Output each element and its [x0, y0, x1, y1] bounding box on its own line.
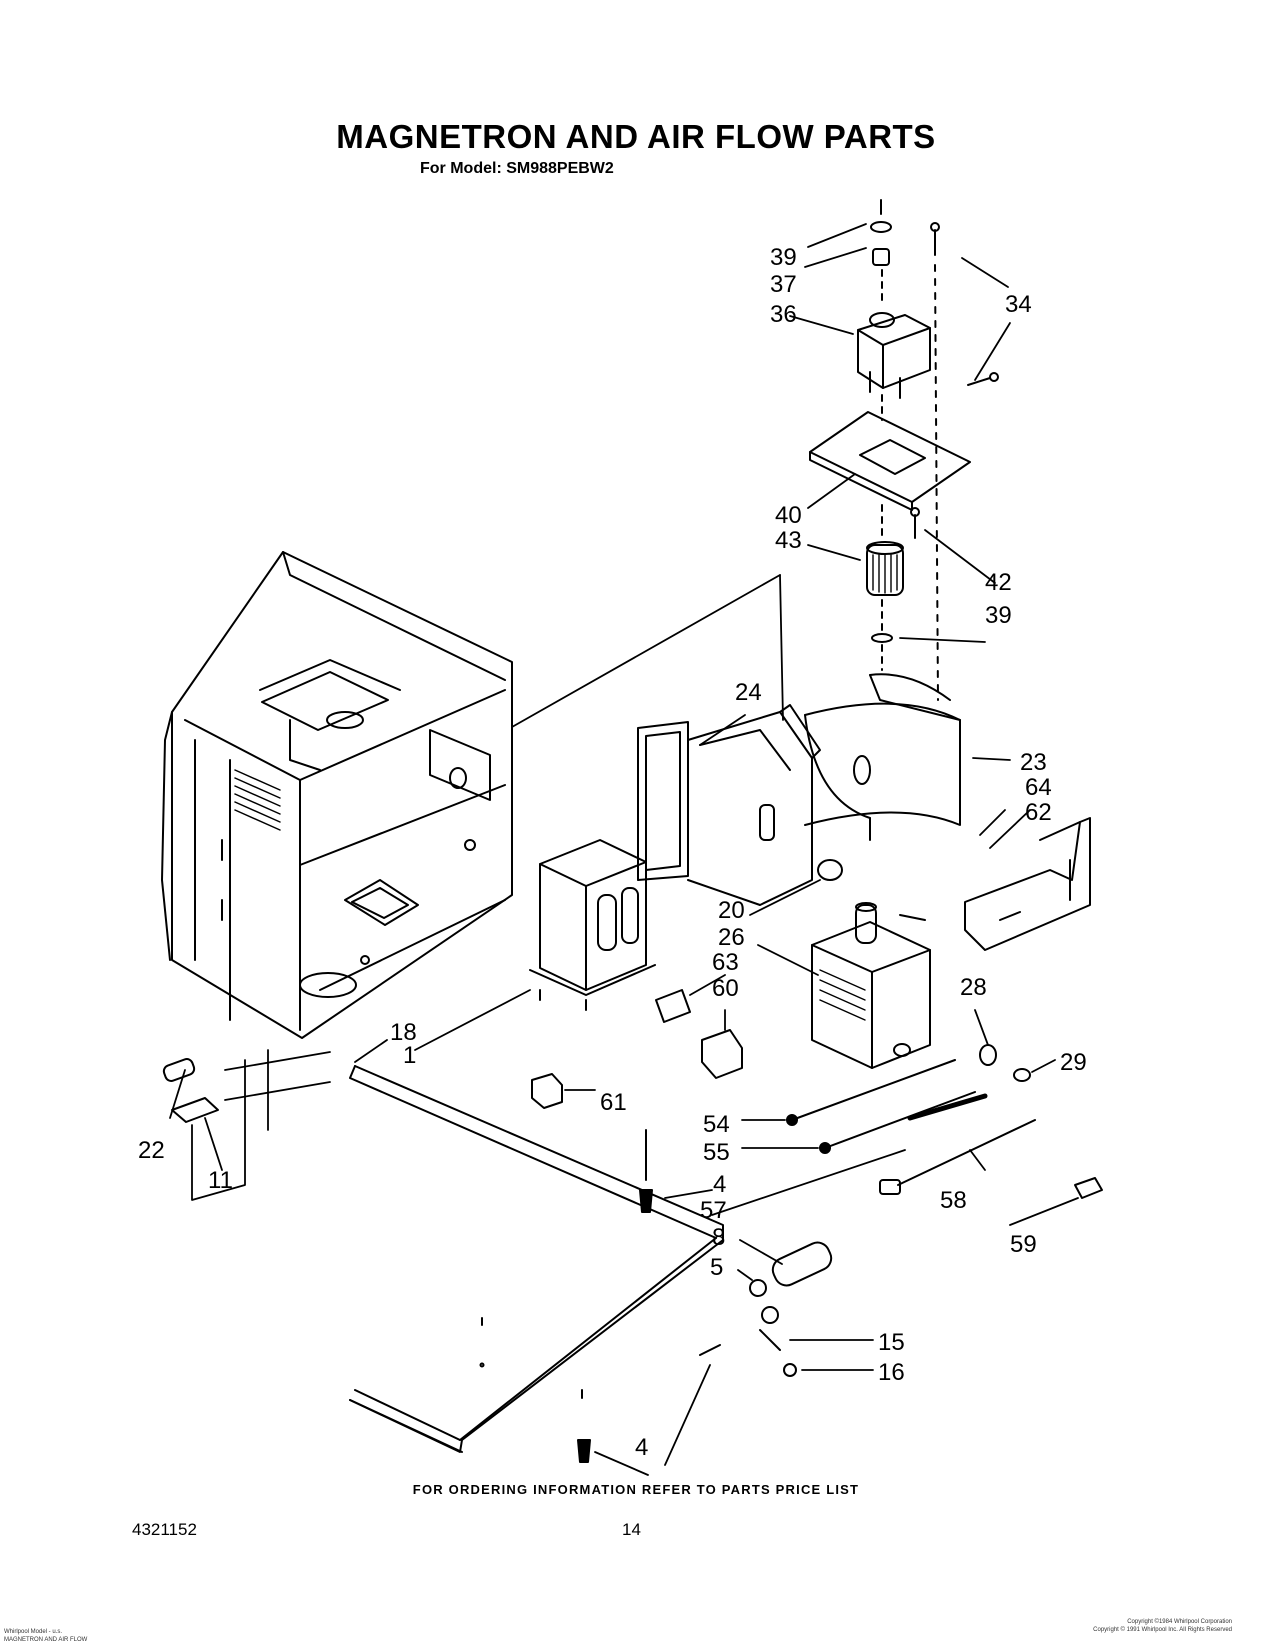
callout-58: 58 — [940, 1187, 967, 1214]
callout-63: 63 — [712, 949, 739, 976]
callout-4a: 4 — [713, 1171, 726, 1198]
callout-18: 18 — [390, 1019, 417, 1046]
small-parts — [162, 989, 1103, 1463]
callout-64: 64 — [1025, 774, 1052, 801]
callout-39b: 39 — [985, 602, 1012, 629]
fine-print-right-line2: Copyright © 1991 Whirlpool Inc. All Righ… — [1093, 1627, 1232, 1633]
cabinet-frame — [161, 551, 513, 1039]
air-duct — [637, 704, 843, 906]
fine-print-left-line2: MAGNETRON AND AIR FLOW — [4, 1637, 88, 1643]
mounting-bracket — [964, 817, 1091, 951]
callout-55: 55 — [703, 1139, 730, 1166]
callout-labels: 39 37 36 34 40 43 42 39 24 23 64 62 20 2… — [138, 244, 1087, 1461]
callout-26: 26 — [718, 924, 745, 951]
callout-42: 42 — [985, 569, 1012, 596]
callout-43: 43 — [775, 527, 802, 554]
callout-34: 34 — [1005, 291, 1032, 318]
callout-60: 60 — [712, 975, 739, 1002]
callout-28: 28 — [960, 974, 987, 1001]
callout-4b: 4 — [635, 1434, 648, 1461]
callout-57: 57 — [700, 1197, 727, 1224]
page-number: 14 — [622, 1520, 641, 1539]
callout-61: 61 — [600, 1089, 627, 1116]
callout-23: 23 — [1020, 749, 1047, 776]
model-subtitle: For Model: SM988PEBW2 — [420, 160, 614, 177]
callout-54: 54 — [703, 1111, 730, 1138]
callout-8: 8 — [712, 1224, 725, 1251]
fine-print-right-line1: Copyright ©1984 Whirlpool Corporation — [1127, 1619, 1232, 1625]
page-title: MAGNETRON AND AIR FLOW PARTS — [336, 118, 936, 155]
callout-29: 29 — [1060, 1049, 1087, 1076]
callout-39a: 39 — [770, 244, 797, 271]
fine-print-right: Copyright ©1984 Whirlpool Corporation Co… — [1093, 1618, 1232, 1634]
callout-37: 37 — [770, 271, 797, 298]
callout-16: 16 — [878, 1359, 905, 1386]
ordering-note: FOR ORDERING INFORMATION REFER TO PARTS … — [412, 1482, 860, 1497]
leader-lines — [169, 223, 1079, 1476]
callout-11: 11 — [208, 1167, 233, 1194]
fine-print-left-line1: Whirlpool Model - u.s. — [4, 1629, 63, 1635]
fine-print-left: Whirlpool Model - u.s. MAGNETRON AND AIR… — [4, 1628, 87, 1644]
callout-62: 62 — [1025, 799, 1052, 826]
callout-1: 1 — [403, 1042, 416, 1069]
magnetron — [811, 902, 931, 1069]
callout-24: 24 — [735, 679, 762, 706]
document-number: 4321152 — [132, 1520, 197, 1539]
base-plate — [349, 1065, 724, 1453]
fan-motor-assembly — [809, 199, 999, 701]
callout-22: 22 — [138, 1137, 165, 1164]
callout-59: 59 — [1010, 1231, 1037, 1258]
transformer — [529, 839, 656, 1011]
callout-40: 40 — [775, 502, 802, 529]
callout-15: 15 — [878, 1329, 905, 1356]
callout-5: 5 — [710, 1254, 723, 1281]
callout-20: 20 — [718, 897, 745, 924]
fan-orifice — [804, 673, 961, 841]
callout-36: 36 — [770, 301, 797, 328]
